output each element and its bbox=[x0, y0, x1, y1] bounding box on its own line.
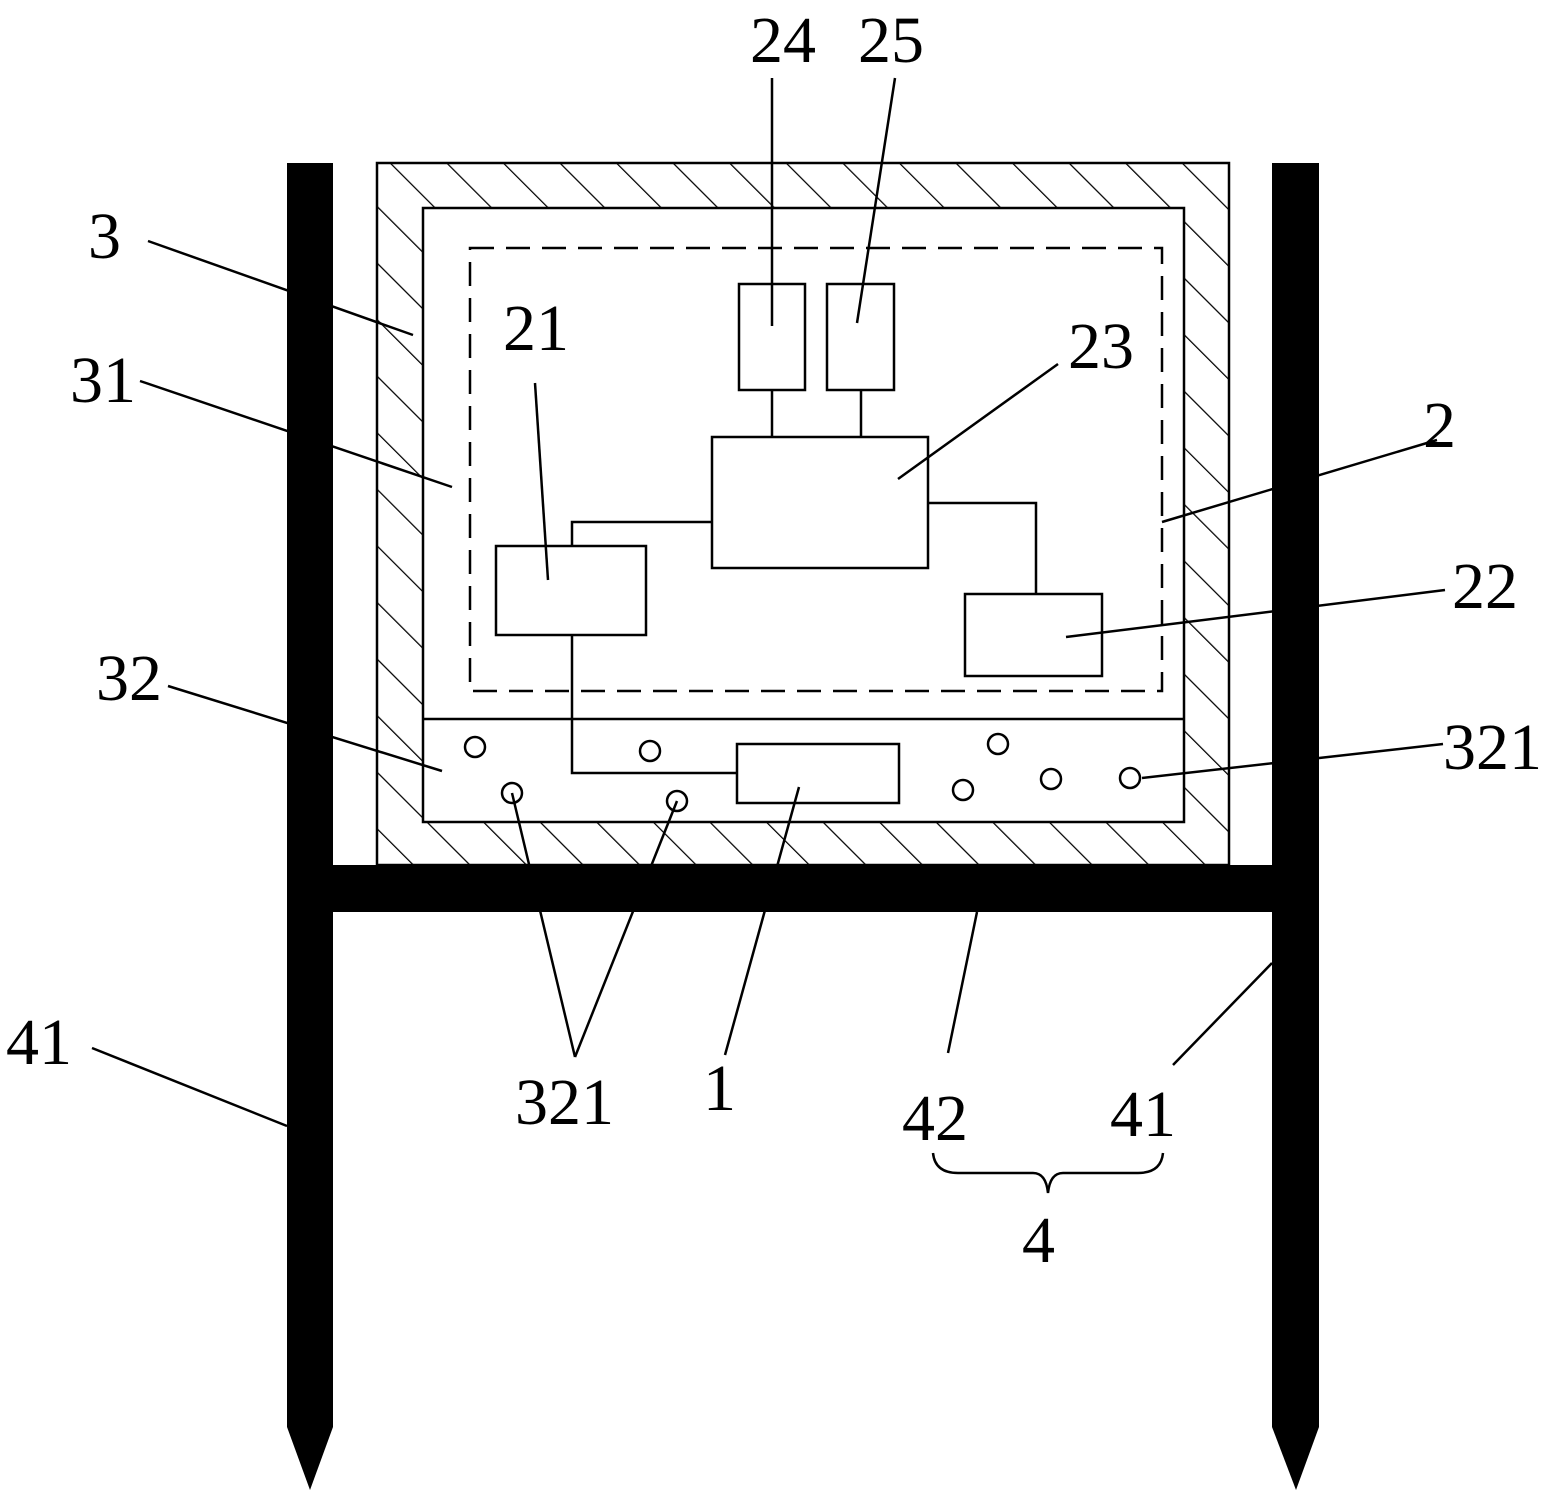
vent-hole bbox=[465, 737, 485, 757]
label-25: 25 bbox=[858, 4, 924, 77]
label-31: 31 bbox=[70, 344, 136, 417]
label-32: 32 bbox=[96, 642, 162, 715]
cross-beam bbox=[333, 865, 1272, 912]
label-21: 21 bbox=[503, 292, 569, 365]
label-4: 4 bbox=[1022, 1204, 1055, 1277]
left-post bbox=[287, 163, 333, 1490]
label-41-left: 41 bbox=[6, 1006, 72, 1079]
label-2: 2 bbox=[1423, 389, 1456, 462]
vent-hole bbox=[502, 783, 522, 803]
right-post bbox=[1272, 163, 1319, 1490]
label-24: 24 bbox=[750, 4, 816, 77]
vent-hole bbox=[1120, 768, 1140, 788]
processor-23-box bbox=[712, 437, 928, 568]
bracket-4 bbox=[933, 1153, 1163, 1193]
label-321-right: 321 bbox=[1443, 711, 1542, 784]
label-3: 3 bbox=[88, 200, 121, 273]
vent-hole bbox=[640, 741, 660, 761]
vent-hole bbox=[1041, 769, 1061, 789]
vent-hole bbox=[953, 780, 973, 800]
label-22: 22 bbox=[1452, 550, 1518, 623]
sensor-1-box bbox=[737, 744, 899, 803]
label-23: 23 bbox=[1068, 310, 1134, 383]
label-321-bottom: 321 bbox=[515, 1066, 614, 1139]
label-41-right: 41 bbox=[1110, 1078, 1176, 1151]
vent-hole bbox=[988, 734, 1008, 754]
module-21-box bbox=[496, 546, 646, 635]
label-1: 1 bbox=[703, 1052, 736, 1125]
label-42: 42 bbox=[902, 1082, 968, 1155]
